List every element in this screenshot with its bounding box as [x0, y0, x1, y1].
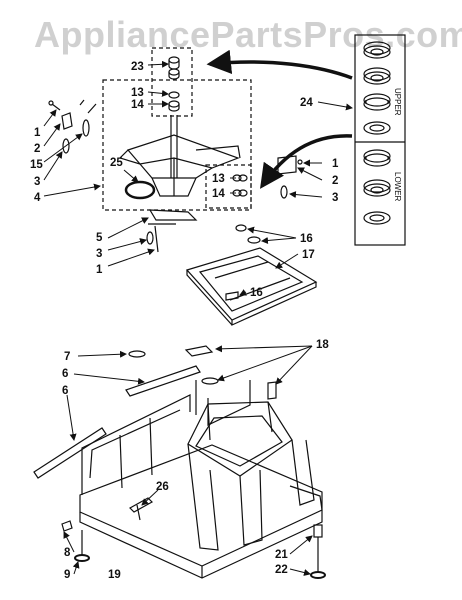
callouts: 23 13 14 1 2 15 3 4 25 13 14 1 2 3 24 5 …: [30, 61, 339, 581]
callout-13-right: 13: [212, 173, 225, 185]
callout-1-left: 1: [34, 127, 41, 139]
upper-label: UPPER: [393, 88, 402, 116]
callout-3-right: 3: [332, 192, 338, 204]
bushing-box: [205, 164, 252, 209]
callout-14-top: 14: [131, 99, 144, 111]
callout-16-plate: 16: [250, 287, 263, 299]
callout-25: 25: [110, 157, 123, 169]
callout-19: 19: [108, 569, 121, 581]
spring-bracket: [125, 365, 201, 397]
callout-4: 4: [34, 192, 41, 204]
suspension-plate: [185, 247, 318, 326]
callout-8: 8: [64, 547, 71, 559]
callout-21: 21: [275, 549, 288, 561]
gearcase-assembly: [118, 115, 241, 197]
side-bracket: [33, 427, 107, 479]
callout-18: 18: [316, 339, 329, 351]
insert-box-upper-lower: [354, 34, 406, 246]
lower-label: LOWER: [393, 172, 402, 202]
callout-2-right: 2: [332, 175, 338, 187]
callout-16-top: 16: [300, 233, 313, 245]
callout-17: 17: [302, 249, 315, 261]
callout-6-lower: 6: [62, 385, 68, 397]
gearcase-group-box: [102, 79, 252, 211]
callout-23: 23: [131, 61, 144, 73]
callout-3-left: 3: [34, 176, 40, 188]
callout-1-lower: 1: [96, 264, 103, 276]
callout-24: 24: [300, 97, 313, 109]
callout-26: 26: [156, 481, 169, 493]
snubber-ring: [124, 180, 156, 200]
arrow-upper: [206, 49, 353, 80]
callout-14-right: 14: [212, 188, 225, 200]
callout-13-top: 13: [131, 87, 144, 99]
callout-15: 15: [30, 159, 43, 171]
leader-lines: [43, 60, 353, 576]
callout-6-upper: 6: [62, 368, 68, 380]
callout-9: 9: [64, 569, 70, 581]
callout-3-lower: 3: [96, 248, 102, 260]
small-parts-box: [151, 47, 193, 117]
base-frame: [79, 380, 323, 579]
foot-pad: [128, 350, 146, 358]
arrow-lower: [260, 134, 353, 189]
callout-2-left: 2: [34, 143, 40, 155]
callout-1-right: 1: [332, 158, 339, 170]
callout-22: 22: [275, 564, 288, 576]
callout-5: 5: [96, 232, 103, 244]
callout-7: 7: [64, 351, 70, 363]
